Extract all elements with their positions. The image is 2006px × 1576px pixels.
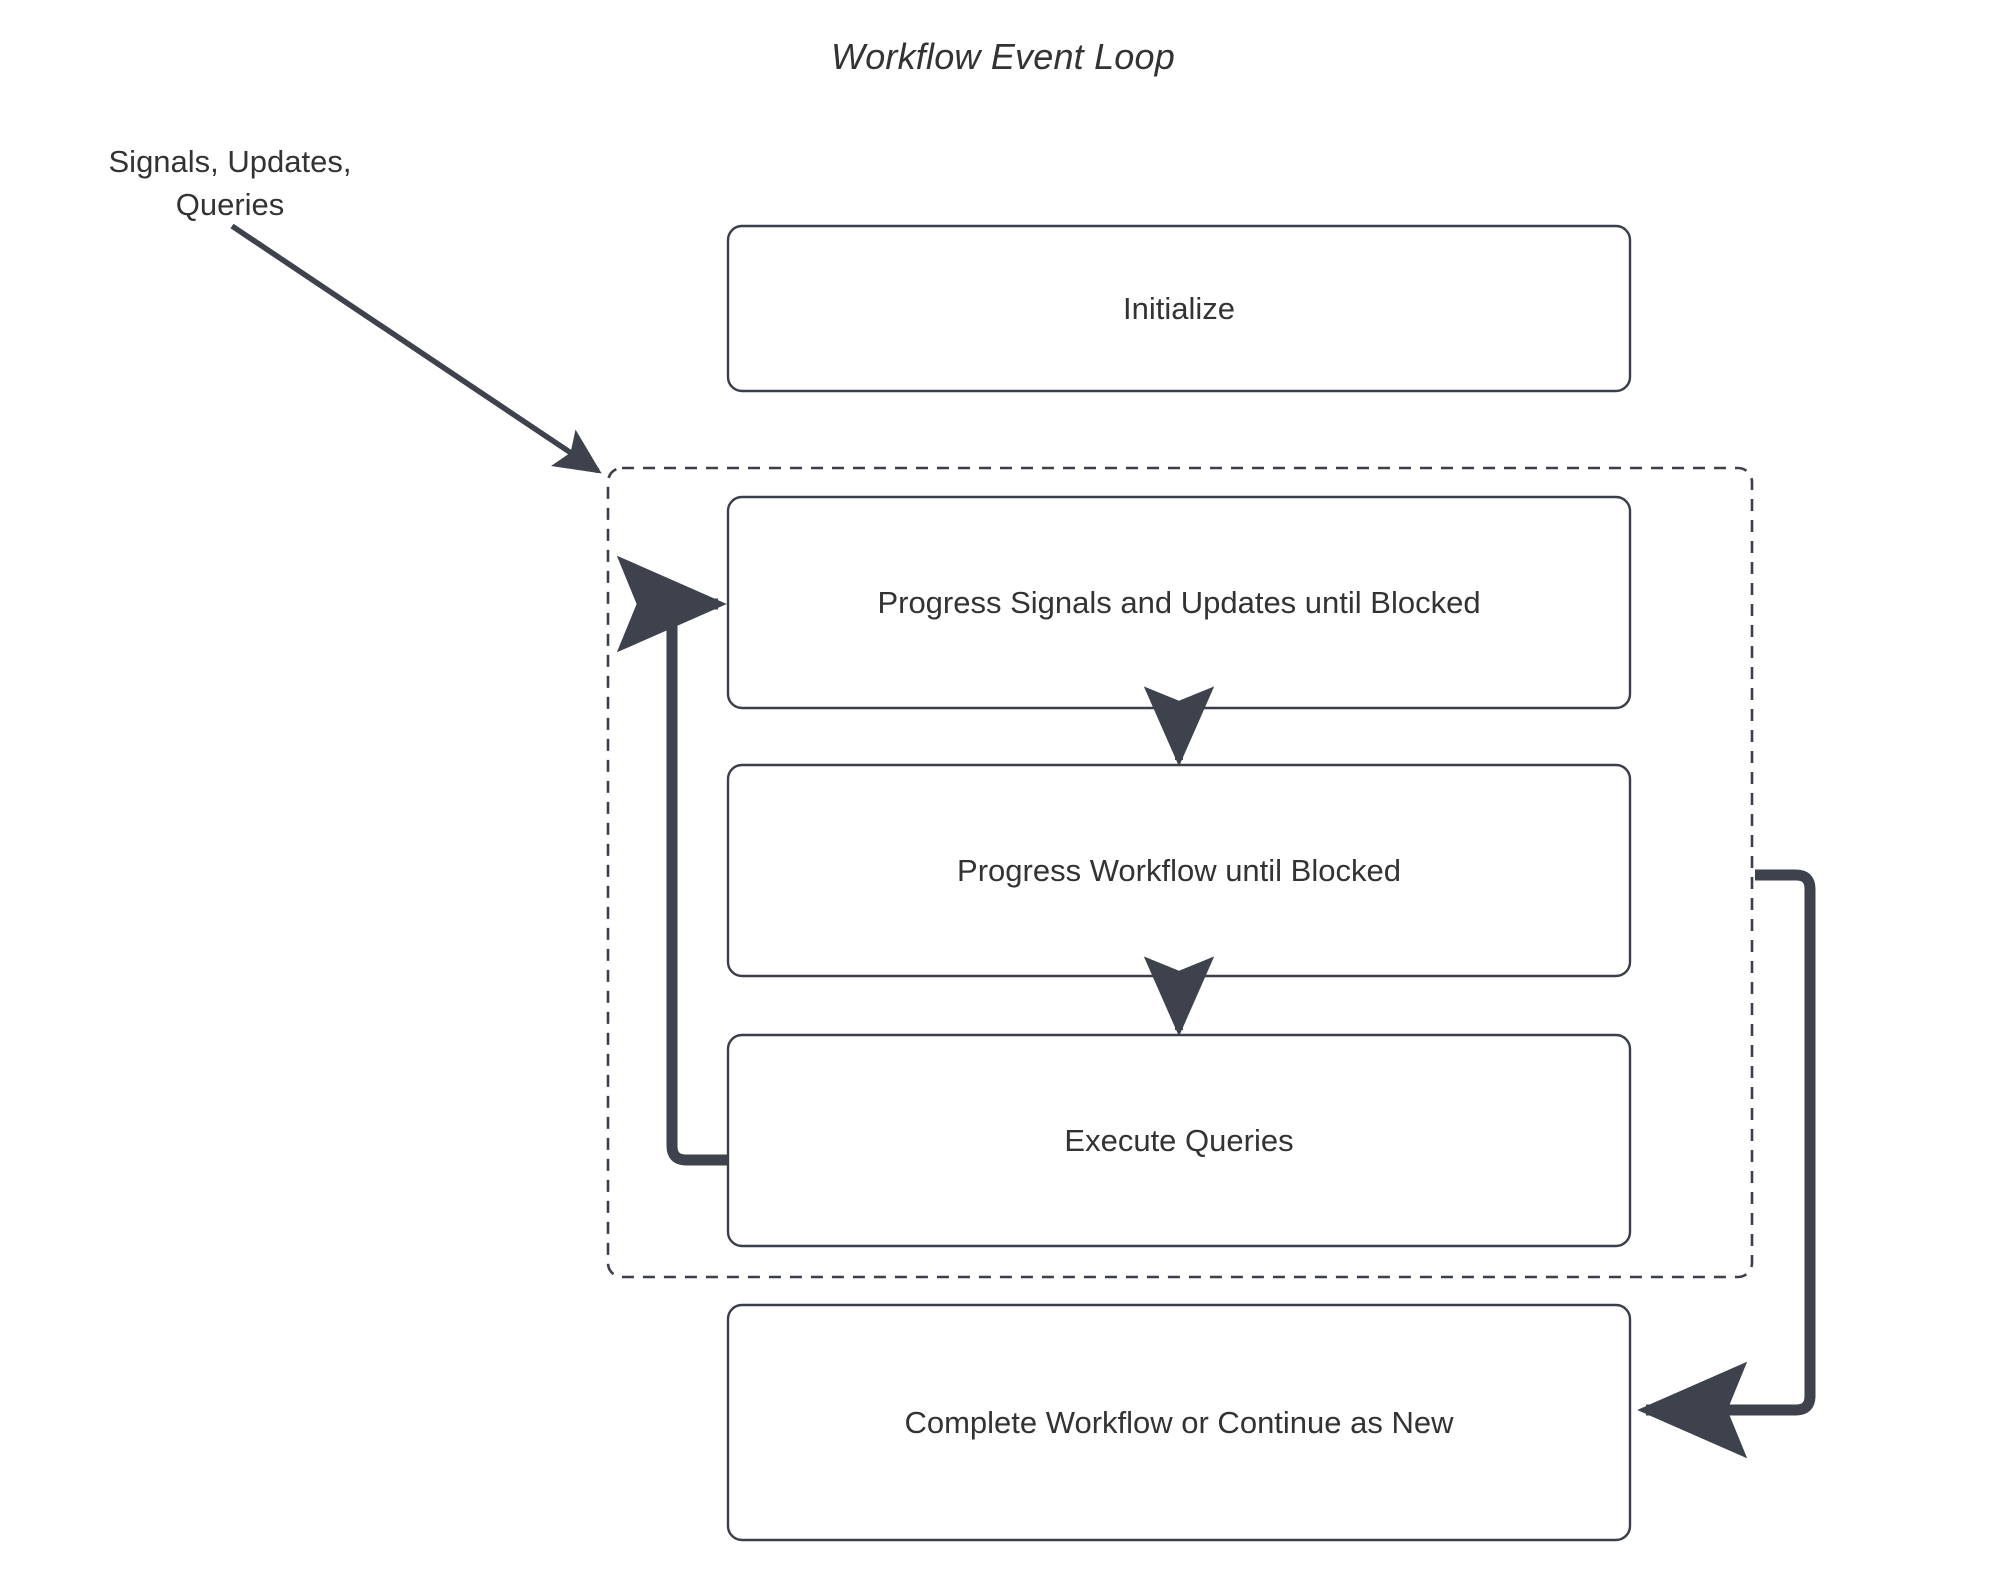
node-progress-signals-updates[interactable]: Progress Signals and Updates until Block… xyxy=(728,497,1630,708)
node-execute-queries-label: Execute Queries xyxy=(1064,1122,1294,1158)
node-progress-workflow[interactable]: Progress Workflow until Blocked xyxy=(728,765,1630,976)
node-progress-signals-updates-label: Progress Signals and Updates until Block… xyxy=(877,584,1481,620)
node-complete-workflow[interactable]: Complete Workflow or Continue as New xyxy=(728,1305,1630,1540)
page-title: Workflow Event Loop xyxy=(831,36,1175,77)
event-loop-group-border xyxy=(606,466,1754,1279)
node-execute-queries[interactable]: Execute Queries xyxy=(728,1035,1630,1246)
edge-signals-to-loop xyxy=(230,223,602,474)
node-initialize[interactable]: Initialize xyxy=(728,226,1630,391)
node-complete-workflow-label: Complete Workflow or Continue as New xyxy=(904,1404,1454,1440)
edge-queries-loop-back xyxy=(616,555,728,1166)
external-input-label-line2: Queries xyxy=(175,187,285,222)
external-input-label: Signals, Updates, Queries xyxy=(20,140,440,226)
node-box-complete-workflow[interactable] xyxy=(726,1303,1632,1542)
node-initialize-label: Initialize xyxy=(1123,290,1235,326)
node-progress-workflow-label: Progress Workflow until Blocked xyxy=(957,852,1401,888)
external-input-label-line1: Signals, Updates, xyxy=(108,144,352,179)
node-box-initialize[interactable] xyxy=(726,224,1632,393)
edge-loop-to-complete xyxy=(1637,869,1816,1459)
